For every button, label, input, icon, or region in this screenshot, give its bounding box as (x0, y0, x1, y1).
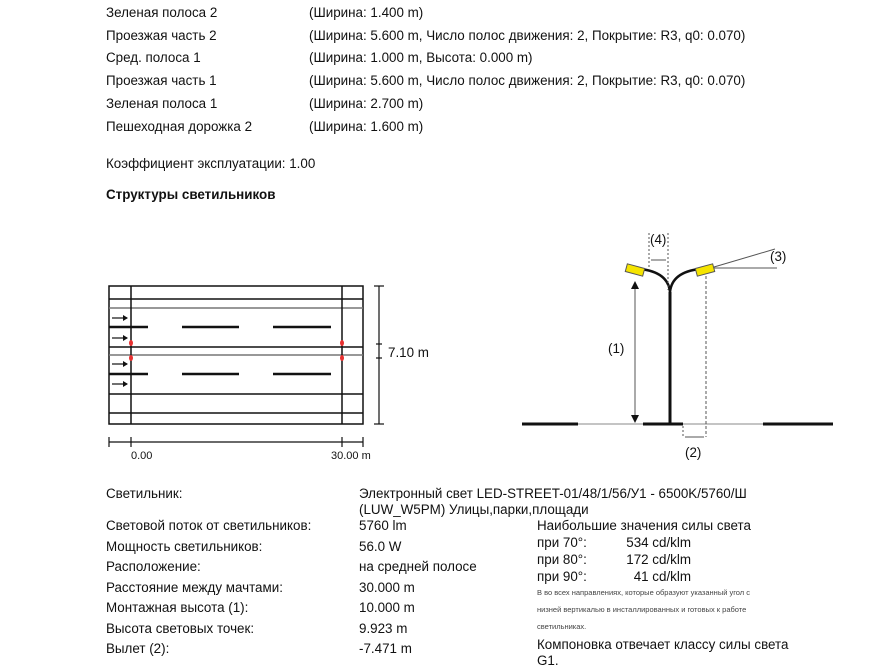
lane-name: Зеленая полоса 1 (106, 95, 218, 111)
start-label: 0.00 (131, 450, 153, 462)
property-value: на средней полосе (359, 559, 477, 574)
lane-name: Пешеходная дорожка 2 (106, 118, 253, 134)
property-label: Монтажная высота (1): (106, 600, 249, 615)
property-value: 56.0 W (359, 538, 402, 554)
property-value: 30.000 m (359, 579, 415, 595)
width-label: 7.10 m (388, 345, 429, 360)
lane-value: (Ширина: 1.600 m) (309, 118, 424, 134)
property-label: Высота световых точек: (106, 620, 255, 636)
lane-markings (109, 325, 331, 376)
luminaire-right (694, 263, 716, 277)
property-value: 10.000 m (359, 600, 415, 615)
lane-value: (Ширина: 5.600 m, Число полос движения: … (309, 73, 746, 89)
intensity-value: 172 cd/klm (626, 552, 691, 567)
property-value: 5760 lm (359, 518, 407, 533)
luminaire-left (624, 263, 646, 277)
intensity-value: 41 cd/klm (633, 569, 691, 584)
maintenance-factor: Коэффициент эксплуатации: 1.00 (106, 156, 316, 171)
intensity-note: В во всех направлениях, которые образуют… (537, 588, 751, 597)
property-label: Световой поток от светильников: (106, 518, 312, 533)
property-label: Мощность светильников: (106, 538, 263, 554)
lane-name: Зеленая полоса 2 (106, 5, 218, 20)
lane-value: (Ширина: 2.700 m) (309, 95, 424, 111)
end-label: 30.00 m (331, 450, 371, 462)
section-title: Структуры светильников (106, 187, 276, 202)
intensity-angle: при 70°: (537, 535, 587, 550)
label-3: (3) (770, 249, 787, 264)
luminaire-name-1: Электронный свет LED-STREET-01/48/1/56/У… (359, 486, 747, 501)
label-2: (2) (685, 445, 702, 460)
intensity-value: 534 cd/klm (626, 535, 691, 550)
intensity-title: Наибольшие значения силы света (537, 518, 751, 533)
lane-value: (Ширина: 1.000 m, Высота: 0.000 m) (309, 50, 533, 66)
luminaire-label: Светильник: (106, 486, 183, 501)
label-1: (1) (608, 341, 625, 356)
intensity-note: светильниках. (537, 622, 587, 631)
lane-name: Проезжая часть 2 (106, 27, 217, 43)
intensity-angle: при 80°: (537, 552, 587, 567)
dimension-lines (108, 285, 384, 447)
lane-value: (Ширина: 5.600 m, Число полос движения: … (309, 27, 746, 43)
label-4: (4) (650, 232, 667, 247)
property-label: Вылет (2): (106, 641, 170, 656)
intensity-angle: при 90°: (537, 569, 587, 584)
property-label: Расстояние между мачтами: (106, 579, 283, 595)
lane-name: Сред. полоса 1 (106, 50, 201, 66)
lane-value: (Ширина: 1.400 m) (309, 5, 424, 20)
property-label: Расположение: (106, 559, 201, 574)
property-value: -7.471 m (359, 641, 412, 656)
luminaire-name-2: (LUW_W5PM) Улицы,парки,площади (359, 502, 589, 517)
intensity-class: G1. (537, 653, 559, 668)
pole-diagram (522, 233, 833, 438)
intensity-class: Компоновка отвечает классу силы света (537, 637, 789, 652)
light-points (129, 340, 344, 361)
intensity-note: низней вертикалью в инсталлированных и г… (537, 605, 747, 614)
property-value: 9.923 m (359, 620, 408, 636)
lane-name: Проезжая часть 1 (106, 73, 217, 89)
road-plan-diagram (108, 285, 384, 447)
